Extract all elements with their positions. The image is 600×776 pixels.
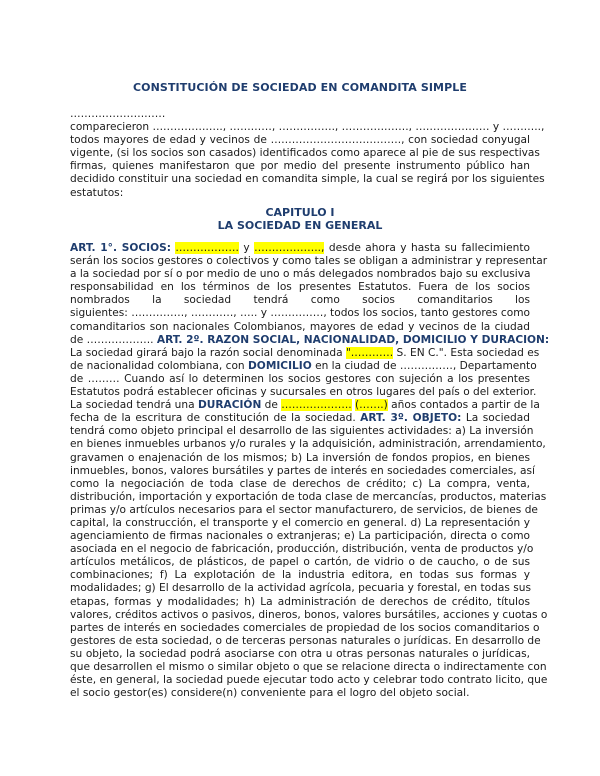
duracion-label: DURACIÓN [197,399,262,412]
art3-text: La sociedad [461,412,530,425]
art2-line: La sociedad girará bajo la razón social … [70,346,539,360]
art1-line-1: ART. 1°. SOCIOS: ……………… y ………………., desde… [70,242,530,255]
art2-line-1: de ………………. ART. 2º. RAZON SOCIAL, NACION… [70,333,549,347]
intro-paragraph: ……………………… comparecieron ……………….., …………, … [70,108,545,200]
art2-text: La sociedad tendrá una [70,399,198,412]
art3-line: primas y/o artículos necesarios para el … [70,503,538,516]
art3-line: éste, en general, la sociedad puede ejec… [70,674,548,687]
art1-heading: ART. 1°. SOCIOS: [70,242,171,254]
socio-gestor-2-blank[interactable]: ………………., [254,242,325,254]
art2-line: de ……… Cuando así lo determinen los soci… [70,372,530,385]
duracion-years-blank[interactable]: ……………….. [281,399,352,412]
art3-line: partes de interés en sociedades comercia… [70,621,540,634]
intro-line: decidido constituir una sociedad en coma… [70,173,545,186]
domicilio-label: DOMICILIO [248,359,312,372]
art1-line: serán los socios gestores o colectivos y… [70,255,548,268]
art2-text: S. EN C.". Esta sociedad es [393,346,540,359]
intro-line: todos mayores de edad y vecinos de ……………… [70,134,530,147]
chapter-heading: CAPITULO I LA SOCIEDAD EN GENERAL [70,206,530,232]
art1-line: siguientes: ……………, …………, ….. y ……………, to… [70,307,530,320]
art3-line: artículos metálicos, de plásticos, de pa… [70,556,530,569]
art1-last-text: de ………………. [70,333,157,346]
art2-line: La sociedad tendrá una DURACIÓN de ……………… [70,399,540,412]
art1-line: responsabilidad en los términos de los p… [70,281,530,294]
art1-line: a la sociedad por sí o por medio de uno … [70,268,531,281]
intro-line: comparecieron ……………….., …………, ……………., ……… [70,121,545,134]
art3-line: etapas, formas y modalidades; h) La admi… [70,595,530,608]
art3-line: combinaciones; f) La explotación de la i… [70,569,530,582]
document-title: CONSTITUCIÓN DE SOCIEDAD EN COMANDITA SI… [133,81,467,94]
art3-line: distribución, importación y exportación … [70,490,547,503]
art3-line: inmuebles, bonos, valores bursátiles y p… [70,464,535,477]
art3-line: su objeto, la sociedad podrá asociarse c… [70,647,530,660]
art3-line: valores, créditos activos o pasivos, din… [70,608,548,621]
art3-line: gravamen o enajenación de los mismos; b)… [70,451,530,464]
articles-body: ART. 1°. SOCIOS: ……………… y ………………., desde… [70,242,549,700]
duracion-number-blank[interactable]: (…….) [354,399,388,412]
art2-line: Estatutos podrá establecer oficinas y su… [70,386,537,399]
art1-text: desde ahora y hasta su fallecimiento [324,242,530,254]
art2-text: años contados a partir de la [387,399,540,412]
chapter-name: LA SOCIEDAD EN GENERAL [217,219,383,232]
art3-line: capital, la construcción, el transporte … [70,516,530,529]
art2-heading: ART. 2º. RAZON SOCIAL, NACIONALIDAD, DOM… [156,333,550,346]
art2-text: en la ciudad de ……………, Departamento [311,359,537,372]
art2-text: fecha de la escritura de constitución de… [70,412,361,425]
intro-line: firmas, quienes manifestaron que por med… [70,160,530,173]
art2-text: La sociedad girará bajo la razón social … [70,346,346,359]
art3-line-1: fecha de la escritura de constitución de… [70,412,530,425]
chapter-number: CAPITULO I [265,206,335,219]
art2-line: de nacionalidad colombiana, con DOMICILI… [70,359,537,373]
art3-heading: ART. 3º. OBJETO: [360,412,462,425]
intro-line: ……………………… [70,108,166,120]
intro-line: estatutos: [70,186,124,199]
art3-line: como la negociación de toda clase de der… [70,477,530,490]
art3-line: asociada en el negocio de fabricación, p… [70,543,534,556]
art1-line: comanditarios son nacionales Colombianos… [70,320,530,333]
art3-line: tendrá como objeto principal el desarrol… [70,425,534,438]
art3-line: modalidades; g) El desarrollo de la acti… [70,582,531,595]
art2-text: de nacionalidad colombiana, con [70,359,249,372]
razon-social-blank[interactable]: "………… [345,346,394,359]
art3-line: que desarrollen el mismo o similar objet… [70,661,547,673]
socio-gestor-1-blank[interactable]: ……………… [175,242,239,254]
art3-line: gestores de esta sociedad, o de terceras… [70,634,541,647]
art1-line: nombrados la sociedad tendrá como socios… [70,294,530,307]
art2-text: de [261,399,282,412]
art3-line: el socio gestor(es) considere(n) conveni… [70,687,470,700]
intro-line: vigente, (si los socios son casados) ide… [70,147,540,160]
conjunction: y [238,242,255,254]
art3-line: en bienes inmuebles urbanos y/o rurales … [70,438,546,451]
art3-line: agenciamiento de firmas nacionales o ext… [70,530,530,543]
